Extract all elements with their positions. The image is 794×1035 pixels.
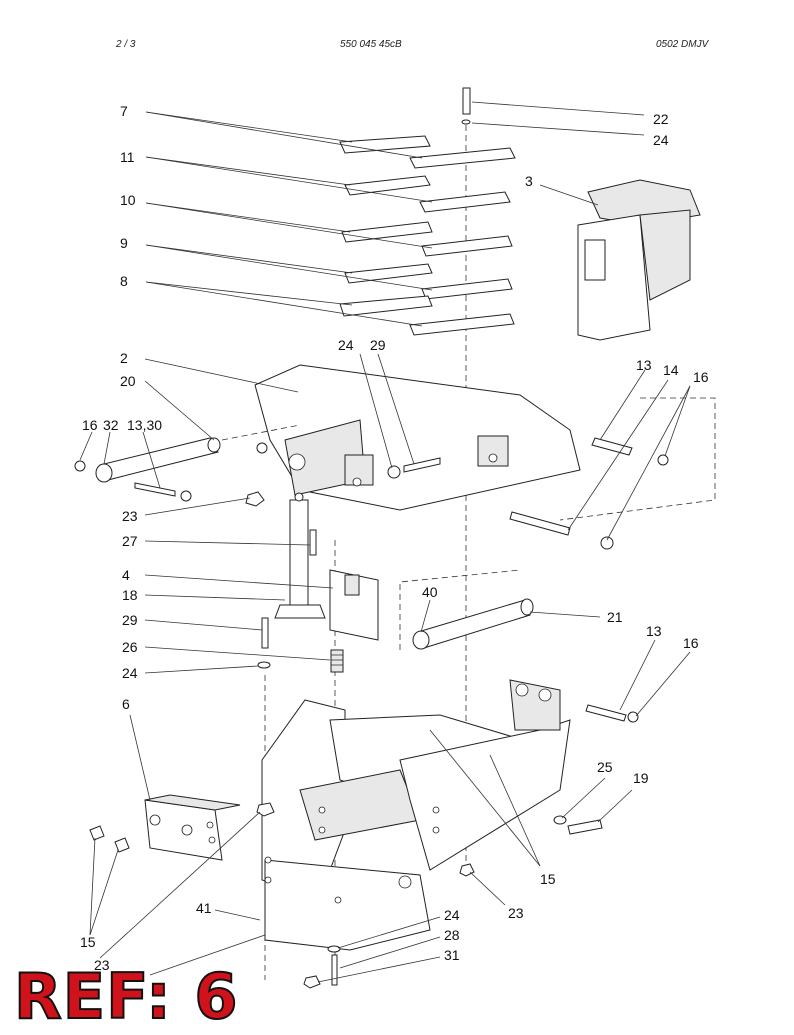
bolt-29-upper xyxy=(387,457,441,479)
callout-24-bottom: 24 xyxy=(444,907,460,923)
callout-29-upper: 29 xyxy=(370,337,386,353)
callout-16-left: 16 xyxy=(82,417,98,433)
callout-18: 18 xyxy=(122,587,138,603)
nut-23-lower xyxy=(256,802,475,877)
callout-40: 40 xyxy=(422,584,438,600)
callout-32: 32 xyxy=(103,417,119,433)
shim-plate-7 xyxy=(339,135,516,169)
callout-24-bracket: 24 xyxy=(338,337,354,353)
callout-24-top: 24 xyxy=(653,132,669,148)
callout-20: 20 xyxy=(120,373,136,389)
callout-26: 26 xyxy=(122,639,138,655)
callout-labels: 7 11 10 9 8 22 24 3 2 24 29 20 13 14 16 … xyxy=(80,103,709,973)
leader-lines-lower xyxy=(79,353,691,983)
block-6 xyxy=(144,794,241,861)
callout-2: 2 xyxy=(120,350,128,366)
machine-overview-3 xyxy=(539,179,701,341)
shim-plate-10 xyxy=(341,221,513,257)
callout-19: 19 xyxy=(633,770,649,786)
bolt-28-31 xyxy=(303,945,341,989)
cylinder-21 xyxy=(412,598,534,650)
nut-23-upper xyxy=(245,491,265,507)
plate-4 xyxy=(329,569,379,641)
washer-24-lower xyxy=(257,661,271,669)
callout-13-30: 13,30 xyxy=(127,417,162,433)
callout-9: 9 xyxy=(120,235,128,251)
document-code: 550 045 45cB xyxy=(340,39,402,50)
document-version: 0502 DMJV xyxy=(656,39,709,50)
callout-14: 14 xyxy=(663,362,679,378)
shim-plate-8 xyxy=(339,295,515,336)
leader-lines-top xyxy=(145,101,645,327)
callout-23-lower-right: 23 xyxy=(508,905,524,921)
mounting-bracket-2 xyxy=(221,364,581,511)
callout-28: 28 xyxy=(444,927,460,943)
callout-16-upper: 16 xyxy=(693,369,709,385)
callout-24-left: 24 xyxy=(122,665,138,681)
callout-3: 3 xyxy=(525,173,533,189)
bolt-29-lower xyxy=(261,617,269,649)
callout-11: 11 xyxy=(120,149,135,165)
bolt-22 xyxy=(461,87,471,125)
callout-16-lower: 16 xyxy=(683,635,699,651)
callout-25: 25 xyxy=(597,759,613,775)
callout-31: 31 xyxy=(444,947,460,963)
callout-23-lower-left: 23 xyxy=(94,957,110,973)
callout-27: 27 xyxy=(122,533,138,549)
cylinder-outline-21 xyxy=(399,569,521,650)
main-frame-6 xyxy=(261,679,571,951)
shim-plates xyxy=(339,135,516,336)
cylinder-assembly-27-18 xyxy=(274,492,326,619)
pin-14 xyxy=(509,511,614,550)
callout-13-lower: 13 xyxy=(646,623,662,639)
callout-15-right: 15 xyxy=(540,871,556,887)
bracket-outline-right xyxy=(559,397,716,521)
shim-plate-11 xyxy=(344,175,511,213)
callout-23-upper: 23 xyxy=(122,508,138,524)
bolt-19 xyxy=(553,815,603,835)
callout-41: 41 xyxy=(196,900,212,916)
callout-10: 10 xyxy=(120,192,136,208)
callout-15-left: 15 xyxy=(80,934,96,950)
callout-21: 21 xyxy=(607,609,623,625)
pin-13-right xyxy=(591,437,669,466)
callout-8: 8 xyxy=(120,273,128,289)
callout-6: 6 xyxy=(122,696,130,712)
reference-label: REF: 6 xyxy=(13,960,239,1033)
page-number: 2 / 3 xyxy=(116,39,136,50)
callout-29-lower: 29 xyxy=(122,612,138,628)
pin-13-lower xyxy=(585,704,639,723)
callout-4: 4 xyxy=(122,567,130,583)
shim-plate-9 xyxy=(344,263,513,300)
spring-26 xyxy=(330,649,344,673)
callout-7: 7 xyxy=(120,103,128,119)
callout-22: 22 xyxy=(653,111,669,127)
studs-15 xyxy=(89,825,130,853)
callout-13-upper: 13 xyxy=(636,357,652,373)
hydraulic-cylinder-20 xyxy=(74,437,268,502)
